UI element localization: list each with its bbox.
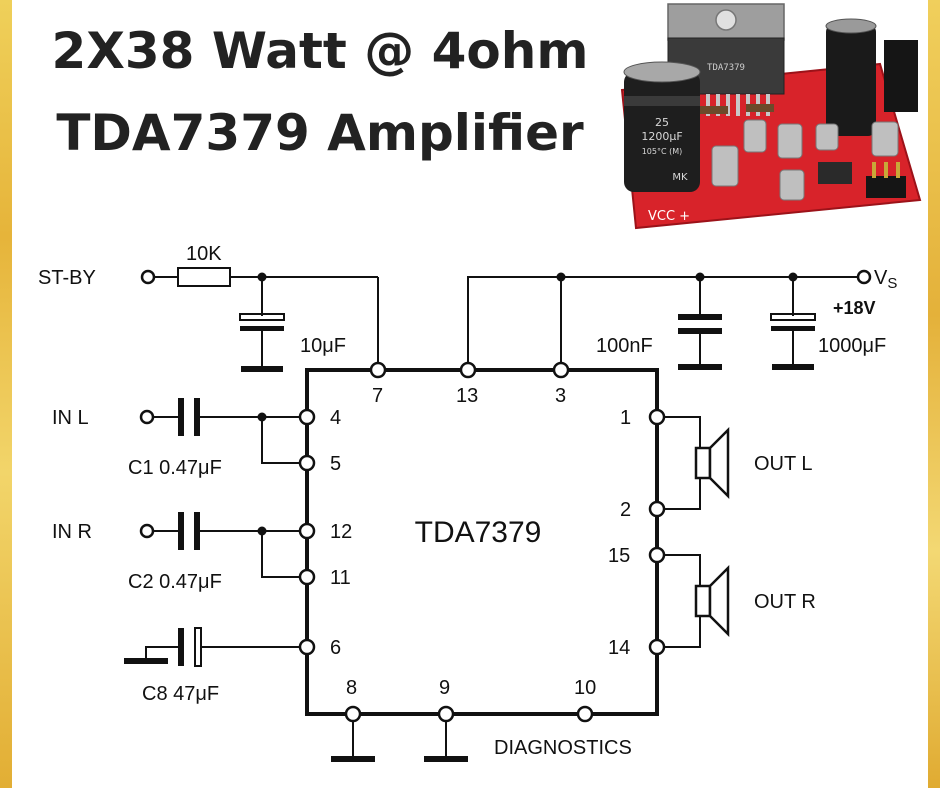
power-header-photo <box>884 40 918 112</box>
pin-4-label: 4 <box>330 407 341 429</box>
supply-rail: VS +18V 100nF 1000μF <box>467 267 897 370</box>
out-left-label: OUT L <box>754 453 813 475</box>
board-pins-label: L GND R <box>868 205 902 214</box>
cap-standby-label: 10μF <box>300 335 346 357</box>
pin-3 <box>552 361 570 379</box>
input-left-circuit: IN L C1 0.47μF <box>52 398 300 479</box>
supply-terminal <box>856 269 872 285</box>
title-line-2: TDA7379 Amplifier <box>56 104 584 162</box>
pin-3-label: 3 <box>555 385 566 407</box>
capacitor-10uf <box>239 313 285 321</box>
standby-circuit: ST-BY 10K 10μF <box>38 243 379 372</box>
in-right-label: IN R <box>52 521 92 543</box>
pin-8 <box>344 705 362 723</box>
pin-header-photo <box>866 162 906 198</box>
small-capacitors-photo <box>711 119 899 201</box>
speaker-icon <box>694 446 712 480</box>
c8-label: C8 47μF <box>142 683 219 705</box>
diagnostics-label: DIAGNOSTICS <box>494 737 632 759</box>
pin-11 <box>298 568 316 586</box>
standby-label: ST-BY <box>38 267 96 289</box>
pin-10 <box>576 705 594 723</box>
tda7379-chip <box>305 368 659 716</box>
ground-symbol <box>424 756 468 762</box>
pin-7-label: 7 <box>372 385 383 407</box>
c2-label: C2 0.47μF <box>128 571 222 593</box>
svg-text:25: 25 <box>655 116 669 129</box>
out-right-label: OUT R <box>754 591 816 613</box>
chip-name-label: TDA7379 <box>415 516 542 549</box>
pin-2 <box>648 500 666 518</box>
pin-11-label: 11 <box>330 567 351 589</box>
capacitor-1000uf <box>770 313 816 321</box>
pin-13-label: 13 <box>456 385 478 407</box>
speaker-right: OUT R <box>664 554 816 648</box>
board-vcc-label: VCC + <box>648 209 690 224</box>
cap-1000u-label: 1000μF <box>818 335 886 357</box>
gold-border-right <box>928 0 940 788</box>
capacitor-c2 <box>178 512 184 550</box>
in-left-label: IN L <box>52 407 89 429</box>
pin-5-label: 5 <box>330 453 341 475</box>
pin-10-label: 10 <box>574 677 596 699</box>
pin-5 <box>298 454 316 472</box>
supply-voltage-label: +18V <box>833 298 876 318</box>
ground-symbol <box>124 658 168 664</box>
speaker-left: OUT L <box>664 416 813 510</box>
svg-text:1200μF: 1200μF <box>641 130 682 143</box>
chip-marking: TDA7379 <box>707 63 745 73</box>
in-right-terminal <box>139 523 155 539</box>
cap-100n-label: 100nF <box>596 335 653 357</box>
title-line-1: 2X38 Watt @ 4ohm <box>51 22 589 80</box>
pin-13 <box>459 361 477 379</box>
small-ic-photo <box>818 162 852 184</box>
speaker-icon <box>694 584 712 618</box>
pin-14-label: 14 <box>608 637 630 659</box>
pin-15 <box>648 546 666 564</box>
supply-label: VS <box>874 267 897 292</box>
svg-text:MK: MK <box>672 172 688 183</box>
capacitor-c8 <box>178 628 184 666</box>
input-right-circuit: IN R C2 0.47μF <box>52 512 300 593</box>
pin-6 <box>298 638 316 656</box>
pin-12-label: 12 <box>330 521 352 543</box>
pin-1 <box>648 408 666 426</box>
c8-circuit: C8 47μF <box>124 627 300 705</box>
tall-capacitor-photo <box>825 18 877 136</box>
pin-6-label: 6 <box>330 637 341 659</box>
c1-label: C1 0.47μF <box>128 457 222 479</box>
gold-border-left <box>0 0 12 788</box>
capacitor-c1 <box>178 398 184 436</box>
pin-9-label: 9 <box>439 677 450 699</box>
pin-12 <box>298 522 316 540</box>
big-capacitor-photo: 25 1200μF 105°C (M) MK <box>623 61 701 192</box>
mounting-hole-icon <box>715 9 737 31</box>
standby-terminal <box>140 269 156 285</box>
capacitor-100nf <box>678 314 722 320</box>
ground-symbol <box>772 364 814 370</box>
in-left-terminal <box>139 409 155 425</box>
pin-15-label: 15 <box>608 545 630 567</box>
board-photo: TDA7379 25 1200μF 105°C (M) MK <box>620 3 922 230</box>
pin-2-label: 2 <box>620 499 631 521</box>
ground-symbol <box>678 364 722 370</box>
ground-symbol <box>331 756 375 762</box>
pin-14 <box>648 638 666 656</box>
pin-8-label: 8 <box>346 677 357 699</box>
resistor-10k <box>177 267 231 287</box>
pin-4 <box>298 408 316 426</box>
pin-1-label: 1 <box>620 407 631 429</box>
svg-text:105°C (M): 105°C (M) <box>642 147 683 156</box>
pin-9 <box>437 705 455 723</box>
ground-symbol <box>241 366 283 372</box>
pin-7 <box>369 361 387 379</box>
resistor-label: 10K <box>186 243 222 265</box>
